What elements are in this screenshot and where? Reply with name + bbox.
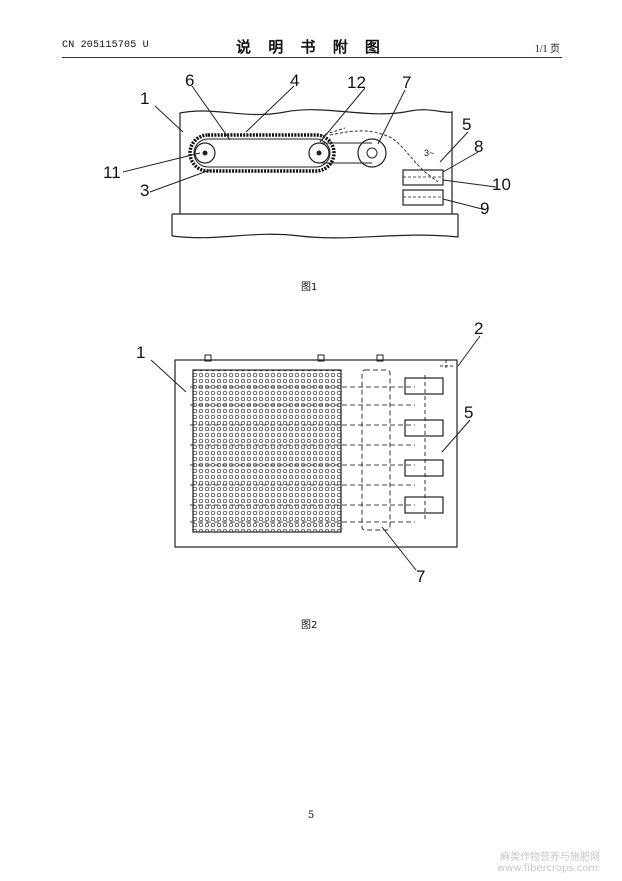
fig1-label-8: 8 <box>474 137 483 156</box>
page-info: 1/1 页 <box>534 44 560 55</box>
fig1-label-11: 11 <box>103 163 121 182</box>
fig1-conveyor-belt <box>188 133 336 173</box>
watermark-url: www.fibercrops.com <box>497 863 599 874</box>
fig1-label-3: 3 <box>140 181 149 200</box>
fig2-cylinder <box>361 369 391 531</box>
page-title: 说 明 书 附 图 <box>236 38 386 56</box>
fig1-left-roller <box>194 142 216 164</box>
figure-1-caption: 图1 <box>301 282 318 293</box>
fig1-control-box-upper <box>402 169 444 186</box>
fig2-label-5: 5 <box>464 403 473 422</box>
fig2-valve-units <box>404 377 444 514</box>
fig2-label-7: 7 <box>416 567 425 586</box>
page-number: 5 <box>307 810 315 821</box>
fig1-label-7: 7 <box>402 73 411 92</box>
fig1-label-12: 12 <box>347 73 366 92</box>
watermark-name: 麻类作物营养与施肥网 <box>500 852 600 863</box>
fig1-label-4: 4 <box>290 71 299 90</box>
header-rule <box>62 57 562 58</box>
fig1-label-6: 6 <box>185 71 194 90</box>
fig1-control-box-lower <box>402 189 444 206</box>
fig1-motor-mark: 3~ <box>424 148 434 158</box>
fig1-housing <box>179 109 453 214</box>
figure-2-caption: 图2 <box>301 620 318 631</box>
fig2-frame <box>174 359 458 548</box>
document-number: CN 205115705 U <box>62 40 149 51</box>
fig2-perforated-screen <box>192 369 342 533</box>
fig2-label-2: 2 <box>474 319 483 338</box>
fig1-base <box>171 213 459 239</box>
fig1-label-1: 1 <box>140 89 149 108</box>
fig2-label-1: 1 <box>136 343 145 362</box>
fig1-label-5: 5 <box>462 115 471 134</box>
fig1-label-10: 10 <box>492 175 511 194</box>
fig1-wiring <box>329 130 439 183</box>
fig1-motor <box>357 138 387 168</box>
fig1-label-9: 9 <box>480 199 489 218</box>
